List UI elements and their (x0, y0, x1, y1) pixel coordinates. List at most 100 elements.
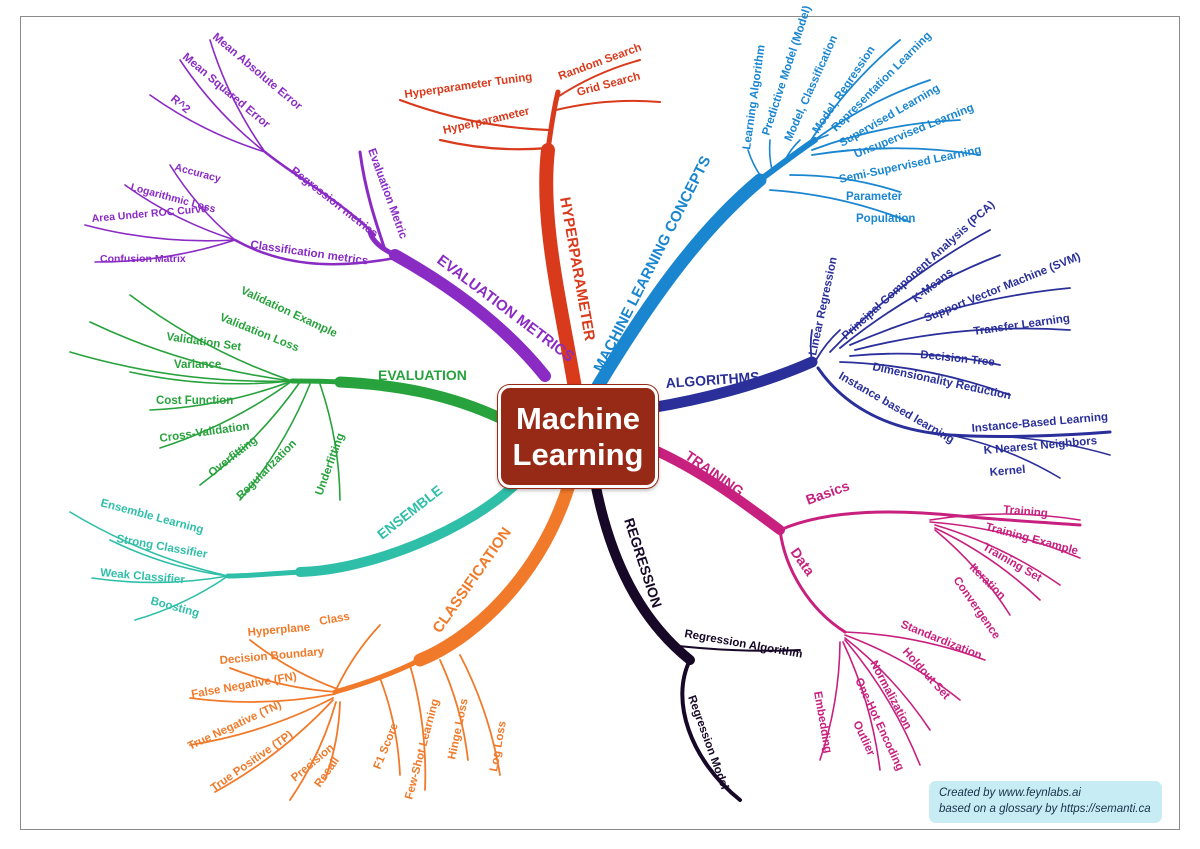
metrics-classification-twig-1 (169, 164, 236, 241)
hyperparameter-item-4: Grid Search (576, 70, 642, 98)
concepts-twig-5 (807, 39, 901, 146)
algorithms-main-branch (644, 356, 818, 414)
metrics-classification-item-3: Area Under ROC Curve (91, 203, 207, 225)
algorithms-sub-item-2: K Nearest Neighbors (983, 435, 1097, 457)
classification-item-10: Few-Shot Learning (403, 698, 441, 801)
ensemble-item-1: Ensemble Learning (99, 497, 205, 536)
classification-twig-12 (459, 654, 501, 776)
training-data-twig-1 (844, 631, 986, 661)
algorithms-twig-1 (809, 329, 813, 363)
evaluation-twig-7 (199, 381, 301, 486)
training-data-twig-3 (844, 637, 931, 731)
hyperparameter-main-branch (539, 143, 582, 395)
ensemble-twig-3 (91, 575, 229, 584)
evaluation-twig-6 (159, 380, 293, 449)
concepts-twig-8 (811, 147, 981, 156)
evaluation-main-branch (334, 376, 506, 424)
metrics-regression-label: Regression metrics (288, 165, 380, 240)
evaluation-twig-1 (129, 294, 293, 382)
hyperparameter-twig-3 (555, 59, 641, 99)
credits-glossary-by: based on a glossary by (939, 803, 1058, 815)
ensemble-twig-1 (69, 511, 229, 577)
classification-twig-9 (379, 677, 401, 776)
training-data-branch (778, 528, 847, 634)
central-node-line-2: Learning (512, 436, 644, 472)
central-node: Machine Learning (498, 385, 658, 488)
metrics-regression-twig-3 (149, 94, 266, 153)
credits-semanti-link[interactable]: https://semanti.ca (1060, 803, 1151, 815)
ensemble-main-branch (295, 475, 525, 577)
hyperparameter-twig-1 (438, 138, 550, 151)
hyperparameter-item-2: Hyperparameter Tuning (404, 71, 533, 101)
algorithms-sub-item-3: Kernel (989, 464, 1026, 479)
metrics-classification-item-4: Confusion Matrix (100, 253, 186, 265)
page-frame (20, 16, 1180, 830)
ensemble-main-branch-end (225, 569, 303, 579)
classification-label: CLASSIFICATION (429, 524, 514, 636)
algorithms-item-6: Decision Tree (920, 349, 996, 369)
algorithms-twig-7 (849, 352, 1001, 366)
training-data-twig-5 (842, 641, 881, 771)
algorithms-twig-3 (829, 229, 991, 353)
evaluation-label: EVALUATION (378, 367, 467, 383)
training-data-twig-6 (819, 641, 841, 761)
regression-algorithm-twig (669, 644, 801, 652)
classification-item-1: Class (318, 611, 350, 628)
training-data-twig-2 (844, 634, 961, 701)
hyperparameter-twig-2 (398, 98, 550, 132)
training-basics-twig-5 (934, 529, 1011, 616)
metrics-regression-item-2: Mean Squared Error (180, 51, 272, 131)
evaluation-item-6: Cross-Validation (159, 420, 251, 445)
concepts-twig-2 (768, 139, 773, 171)
algorithms-twig-2 (815, 329, 841, 361)
credits-line-1: Created by www.feynlabs.ai (939, 785, 1152, 801)
credits-feynlabs-link[interactable]: www.feynlabs.ai (998, 787, 1081, 799)
hyperparameter-twig-4 (555, 99, 661, 111)
training-basics-item-1: Training (1003, 504, 1049, 520)
credits-box: Created by www.feynlabs.ai based on a gl… (929, 781, 1162, 823)
concepts-twig-7 (811, 119, 961, 151)
classification-twig-6 (214, 699, 334, 793)
evaluation-item-5: Cost Function (156, 395, 233, 407)
evaluation-twig-9 (319, 383, 341, 501)
regression-item-1: Regression Algorithm (683, 628, 803, 661)
metrics-classification-twig-4 (94, 239, 236, 263)
credits-line-2: based on a glossary by https://semanti.c… (939, 801, 1152, 817)
training-basics-twig-1 (929, 513, 1081, 521)
classification-main-branch-end (332, 657, 423, 695)
metrics-regression-item-1: Mean Absolute Error (210, 31, 304, 113)
regression-label: REGRESSION (621, 516, 665, 610)
concepts-label: MACHINE LEARNING CONCEPTS (590, 153, 714, 375)
training-main-branch (645, 443, 785, 535)
training-data-twig-4 (844, 639, 921, 766)
concepts-twig-1 (747, 149, 763, 179)
evaluation-twig-8 (239, 383, 311, 501)
classification-item-12: Log Loss (488, 720, 509, 772)
concepts-item-9: Parameter (846, 191, 903, 203)
concepts-twig-9 (789, 174, 901, 193)
central-node-line-1: Machine (515, 400, 641, 436)
classification-twig-1 (334, 624, 381, 693)
metrics-regression-item-3: R^2 (168, 93, 192, 116)
algorithms-sub-twig-1 (954, 434, 1111, 456)
metrics-classification-branch (233, 238, 397, 266)
training-basics-label: Basics (804, 477, 852, 508)
classification-twig-10 (409, 664, 427, 791)
classification-twig-7 (289, 701, 337, 801)
metrics-regression-twig-2 (179, 59, 266, 153)
metrics-regression-twig-1 (209, 39, 266, 153)
training-basics-twig-4 (934, 527, 1041, 601)
algorithms-item-1: Linear Regression (807, 256, 840, 357)
training-basics-twig-3 (934, 524, 1061, 586)
classification-twig-5 (189, 697, 334, 746)
classification-item-2: Hyperplane (247, 622, 310, 639)
algorithms-sub-twig-2 (954, 435, 1061, 479)
evaluation-twig-4 (129, 371, 293, 385)
evaluation-item-7: Overfitting (206, 434, 259, 479)
training-basics-twig-2 (929, 521, 1081, 559)
evaluation-item-9: Underfitting (314, 432, 348, 497)
concepts-main-branch (591, 173, 767, 393)
evaluation-item-3: Validation Set (166, 331, 243, 353)
evaluation-twig-3 (69, 351, 293, 383)
